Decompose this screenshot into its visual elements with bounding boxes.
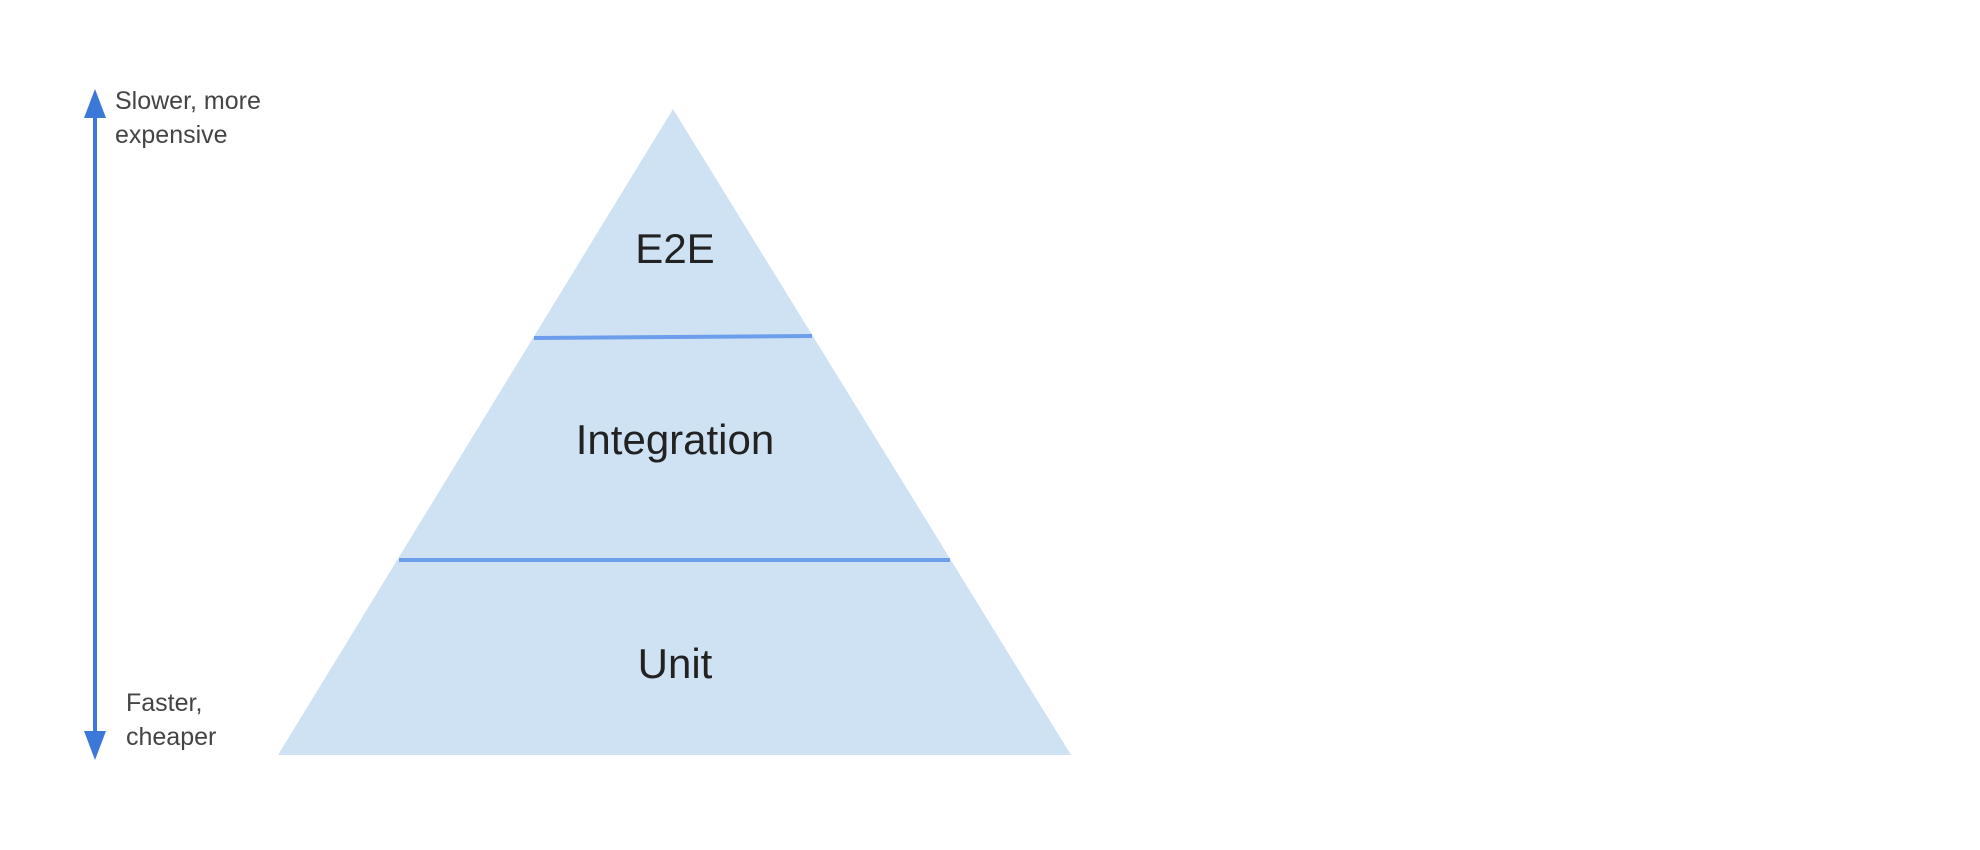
pyramid-shape bbox=[278, 109, 1071, 755]
top-axis-label: Slower, more expensive bbox=[115, 84, 261, 152]
top-label-line2: expensive bbox=[115, 121, 228, 149]
bottom-label-line1: Faster, bbox=[126, 689, 203, 717]
layer-label-e2e: E2E bbox=[635, 225, 715, 272]
top-label-line1: Slower, more bbox=[115, 87, 261, 115]
double-arrow-icon bbox=[84, 89, 106, 760]
divider-e2e-integration bbox=[533, 334, 813, 340]
layer-label-unit: Unit bbox=[637, 640, 713, 687]
bottom-axis-label: Faster, cheaper bbox=[126, 686, 216, 754]
bottom-label-line2: cheaper bbox=[126, 723, 217, 751]
layer-label-integration: Integration bbox=[575, 416, 775, 463]
